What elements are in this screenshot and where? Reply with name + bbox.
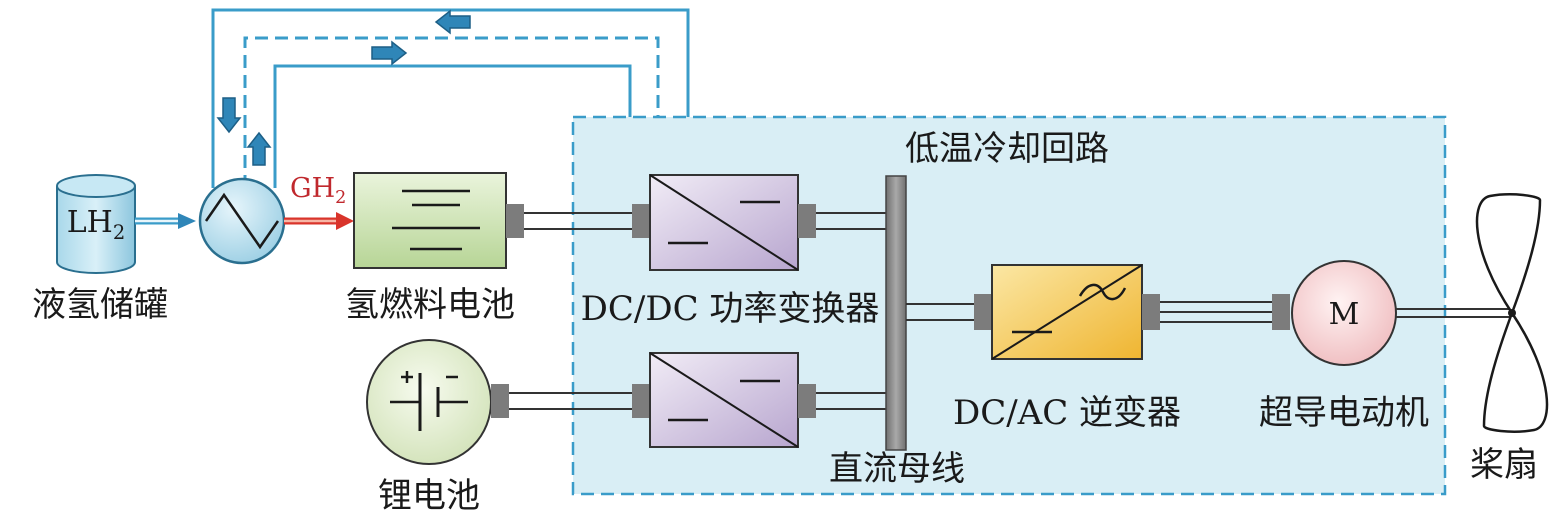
propeller-icon bbox=[1475, 193, 1549, 433]
lithium-battery-label: 锂电池 bbox=[378, 476, 480, 516]
heat-exchanger-icon bbox=[198, 177, 286, 265]
lithium-battery-icon bbox=[366, 339, 492, 465]
dcdc-converter-lower-icon bbox=[649, 352, 799, 448]
cooling-loop-label: 低温冷却回路 bbox=[905, 129, 1109, 169]
gh2-arrow bbox=[284, 212, 354, 230]
fuel-cell-label: 氢燃料电池 bbox=[345, 285, 515, 325]
dcdc-converter-upper-icon bbox=[649, 174, 799, 271]
dcdc-converter-label: DC/DC 功率变换器 bbox=[581, 289, 880, 329]
lh2-tank-symbol: LH2 bbox=[67, 205, 126, 244]
lh2-tank-icon bbox=[56, 174, 136, 274]
motor-symbol: M bbox=[1329, 297, 1360, 332]
lh2-pipe bbox=[135, 213, 196, 229]
gh2-label: GH2 bbox=[290, 173, 346, 208]
dc-bus-label: 直流母线 bbox=[829, 449, 965, 489]
lh2-tank-label: 液氢储罐 bbox=[32, 285, 168, 325]
flow-arrow-down-icon bbox=[216, 97, 242, 134]
flow-arrow-up-icon bbox=[246, 131, 272, 166]
motor-icon bbox=[1291, 260, 1397, 366]
propeller-label: 桨扇 bbox=[1470, 445, 1538, 485]
dcac-inverter-label: DC/AC 逆变器 bbox=[953, 393, 1181, 433]
fuel-cell-icon bbox=[353, 172, 507, 269]
wire-converter-bus-upper bbox=[798, 204, 886, 238]
wire-battery-converter bbox=[491, 384, 650, 418]
flow-arrow-left-icon bbox=[434, 9, 471, 35]
wire-converter-bus-lower bbox=[798, 384, 886, 418]
motor-label: 超导电动机 bbox=[1259, 393, 1429, 433]
flow-arrow-right-icon bbox=[371, 40, 408, 66]
dcac-inverter-icon bbox=[991, 264, 1143, 360]
dc-bus bbox=[885, 175, 907, 451]
wire-bus-inverter bbox=[906, 294, 992, 330]
wire-fuelcell-converter bbox=[506, 204, 650, 238]
motor-shaft bbox=[1396, 308, 1512, 318]
wire-inverter-motor bbox=[1142, 294, 1290, 330]
